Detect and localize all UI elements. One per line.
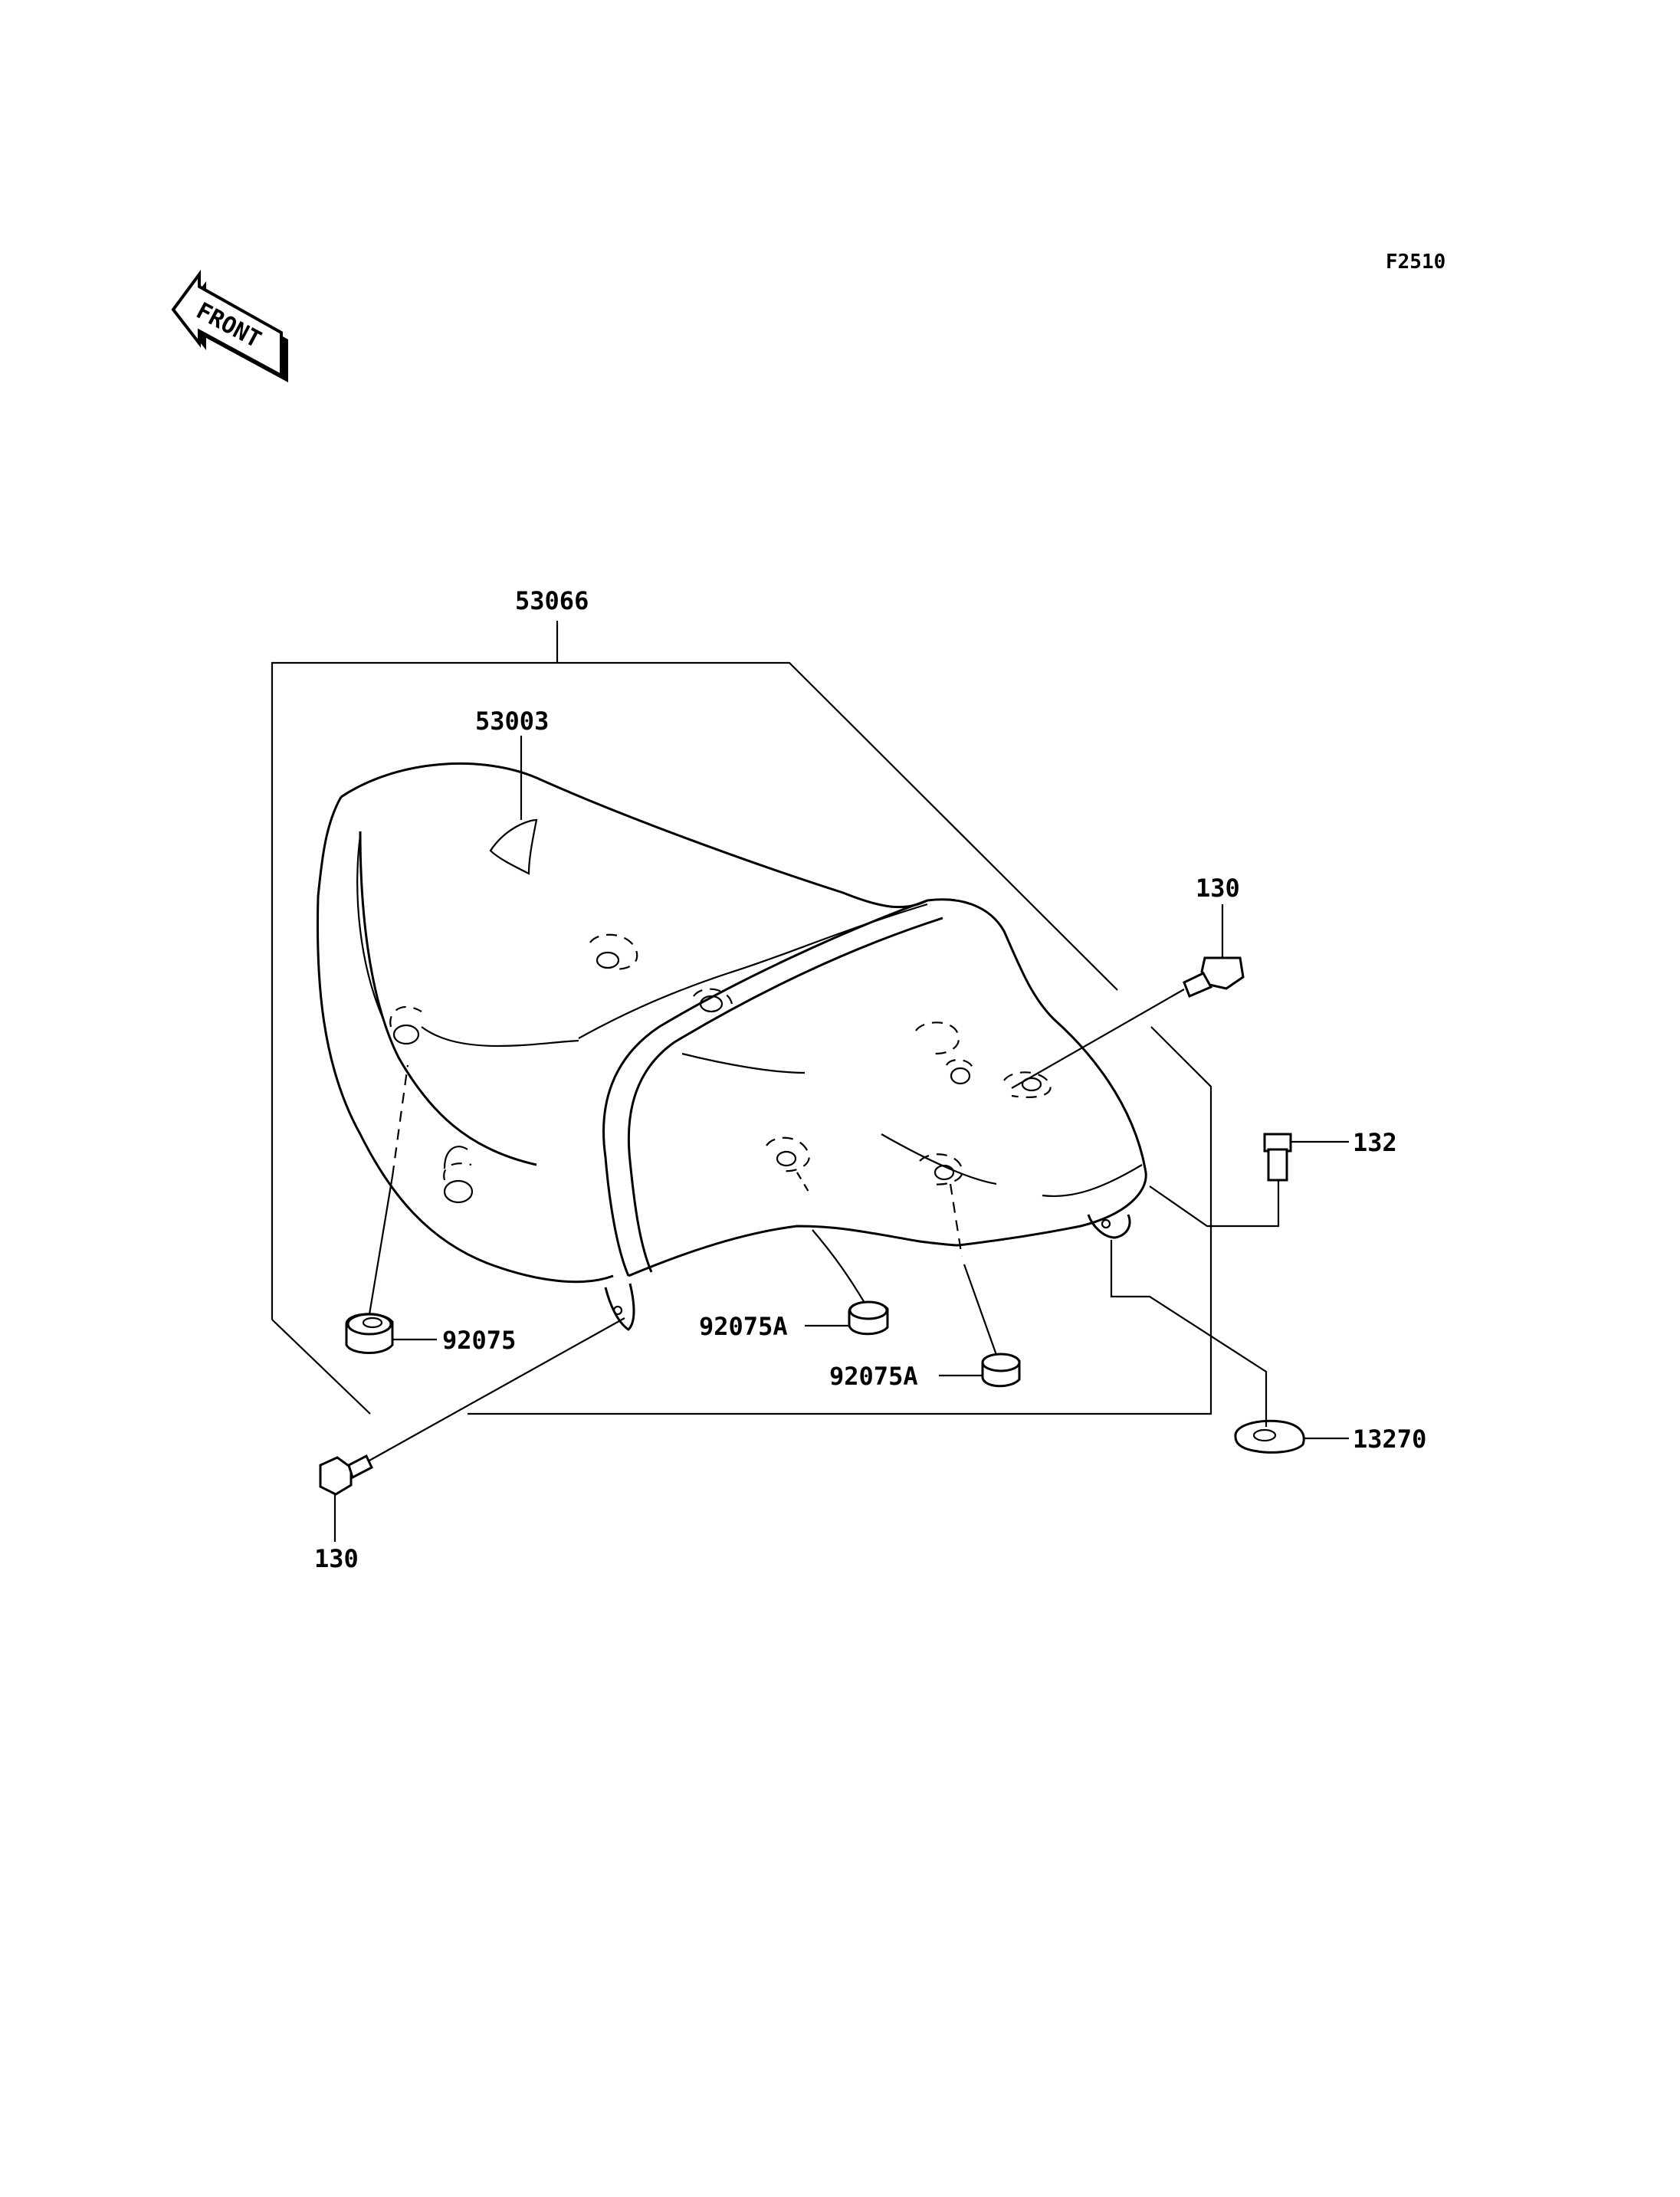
seat-body: [316, 762, 1147, 1331]
figure-code: F2510: [1386, 251, 1445, 274]
part-label-132: 132: [1353, 1128, 1397, 1157]
bracket-13270: 13270: [1110, 1240, 1426, 1454]
damper-92075: 92075: [345, 1064, 516, 1355]
part-label-92075A-right: 92075A: [829, 1362, 918, 1391]
part-label-130-lower: 130: [314, 1544, 359, 1573]
seat-label-decal: [489, 736, 538, 875]
bolt-132: 132: [1149, 1128, 1397, 1228]
part-label-130-upper: 130: [1196, 874, 1240, 903]
part-label-13270: 13270: [1353, 1425, 1426, 1454]
damper-92075A-right: 92075A: [829, 1183, 1021, 1391]
bolt-130-lower: 130: [314, 1317, 625, 1573]
part-label-92075A-mid: 92075A: [699, 1312, 788, 1341]
assembly-outline: [271, 621, 1212, 1415]
bolt-130-upper: 130: [1011, 874, 1245, 1089]
part-label-53003: 53003: [475, 707, 549, 736]
part-label-53066: 53066: [515, 586, 589, 615]
front-arrow-icon: FRONT: [171, 269, 288, 382]
part-label-92075: 92075: [442, 1326, 516, 1355]
damper-92075A-mid: 92075A: [699, 1172, 889, 1341]
